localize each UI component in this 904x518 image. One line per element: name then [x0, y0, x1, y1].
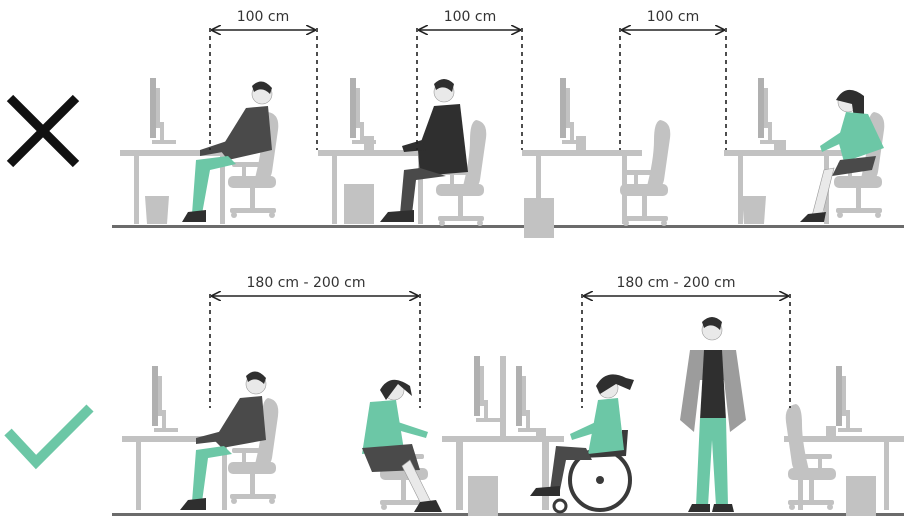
standing-man: [680, 317, 746, 512]
dimension-top-3: 100 cm: [620, 9, 726, 150]
dimension-label: 100 cm: [444, 9, 497, 25]
dimension-label: 180 cm - 200 cm: [617, 275, 736, 291]
cross-icon: [10, 98, 76, 164]
check-icon: [8, 408, 90, 462]
workstation-3: [522, 78, 670, 238]
dimension-label: 100 cm: [647, 9, 700, 25]
dimension-label: 180 cm - 200 cm: [247, 275, 366, 291]
floor-line-bottom: [112, 513, 904, 516]
floor-line-top: [112, 225, 904, 228]
dimension-label: 100 cm: [237, 9, 290, 25]
workstation-8: [784, 366, 904, 516]
